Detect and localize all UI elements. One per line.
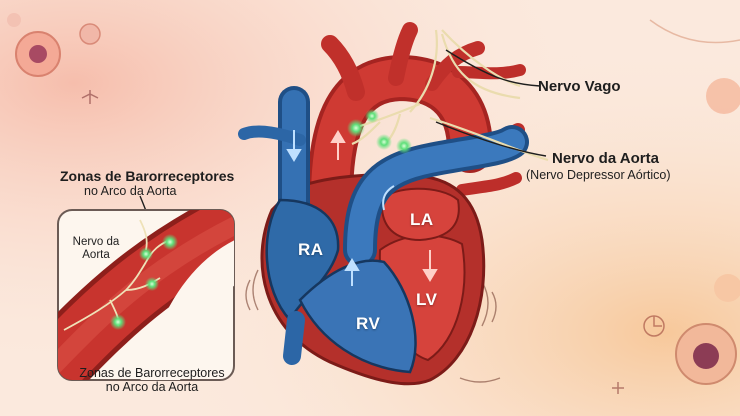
chamber-label-ra: RA xyxy=(298,240,324,259)
chamber-label-lv: LV xyxy=(416,290,438,309)
label-baroreceptor-bottom-line1: Zonas de Barorreceptores xyxy=(79,366,225,380)
baroreceptor-glows xyxy=(347,109,412,154)
cell-decoration-right-top xyxy=(649,19,740,114)
flow-arrows-red xyxy=(330,130,438,282)
label-inset-nerve-line2: Aorta xyxy=(82,249,110,262)
label-inset-nerve: Nervo da Aorta xyxy=(64,236,128,262)
cell-decoration-bottom-right xyxy=(612,274,740,394)
label-baroreceptor-bottom: Zonas de Barorreceptores no Arco da Aort… xyxy=(72,366,232,395)
label-aortic-nerve: Nervo da Aorta xyxy=(552,150,659,167)
label-aortic-nerve-sub: (Nervo Depressor Aórtico) xyxy=(526,168,671,182)
flow-arrows xyxy=(286,130,395,286)
venous-vessels xyxy=(238,86,529,374)
label-baroreceptor-top-sub: no Arco da Aorta xyxy=(84,184,177,198)
cell-decoration-top-left xyxy=(7,13,101,104)
label-baroreceptor-bottom-line2: no Arco da Aorta xyxy=(105,380,199,395)
chamber-label-rv: RV xyxy=(356,314,381,333)
label-baroreceptor-top-title: Zonas de Barorreceptores xyxy=(60,168,235,184)
label-vagus-nerve: Nervo Vago xyxy=(538,78,621,95)
label-inset-nerve-line1: Nervo da xyxy=(72,236,120,248)
inset-panel xyxy=(57,209,235,381)
chamber-label-la: LA xyxy=(410,210,434,229)
